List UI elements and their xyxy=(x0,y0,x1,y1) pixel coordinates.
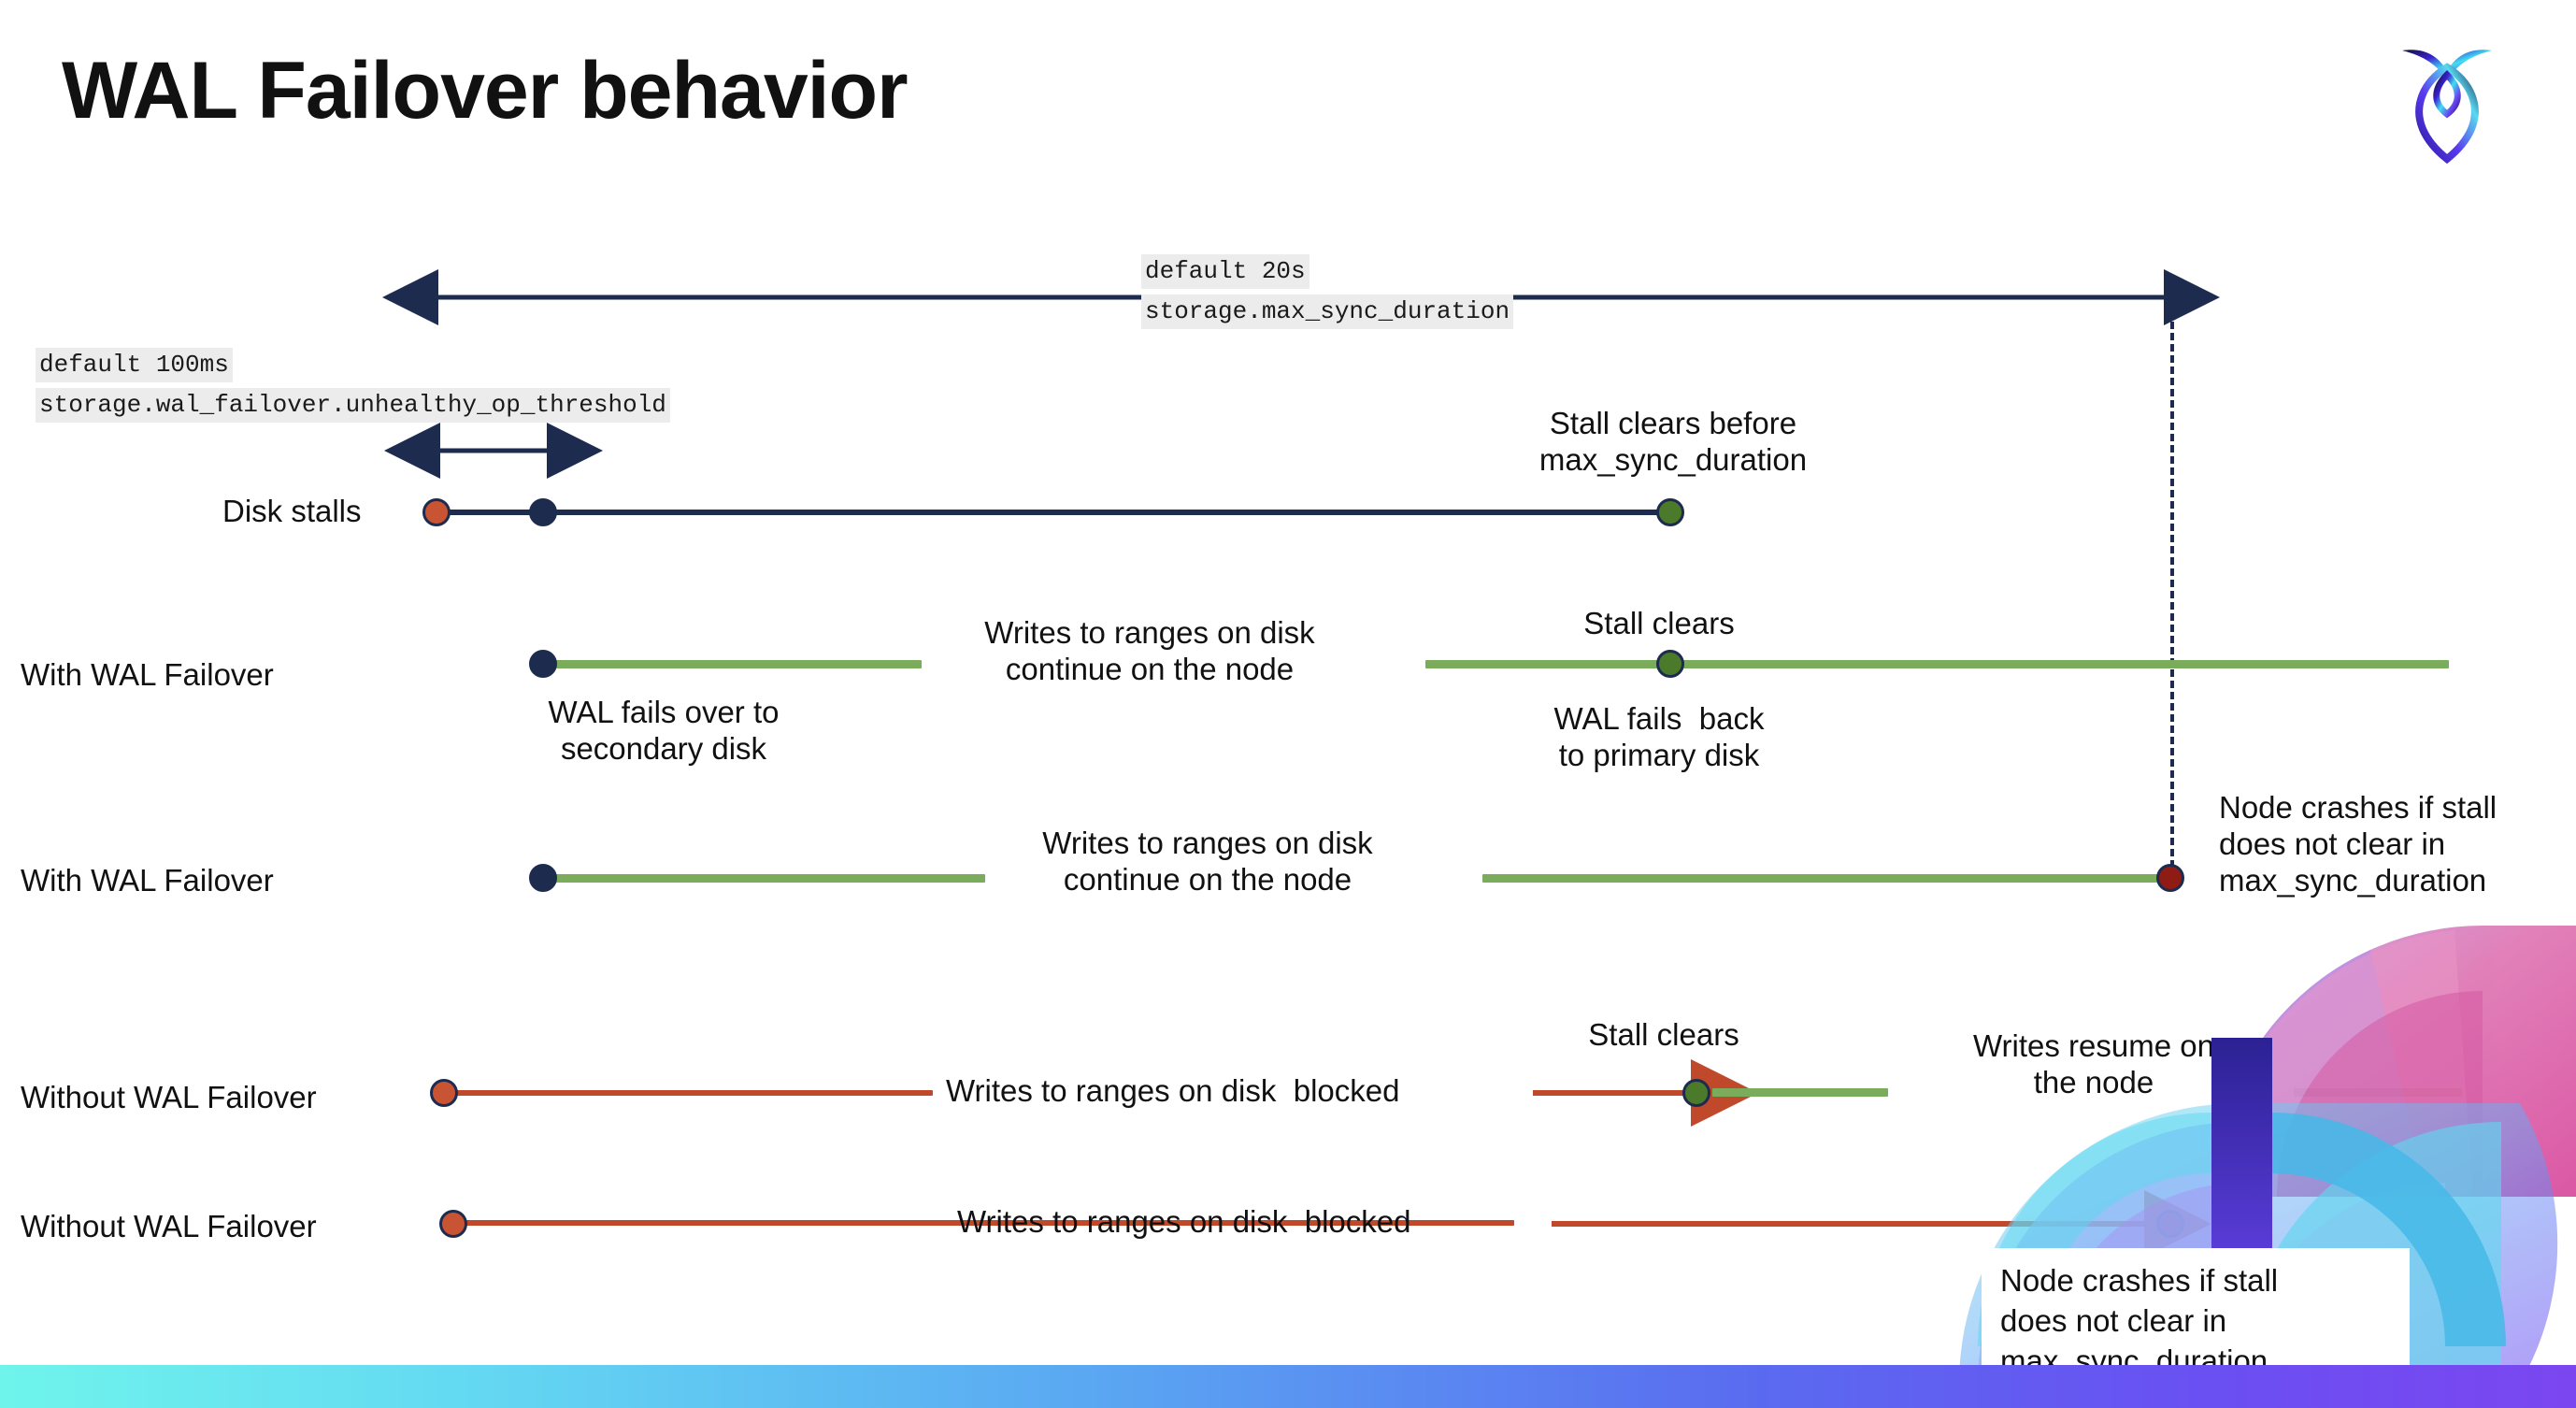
with-failover-2-segment-right xyxy=(1482,874,2182,883)
annotation-writes-continue-2: Writes to ranges on disk continue on the… xyxy=(1042,826,1373,897)
annotation-writes-resume: Writes resume on the node xyxy=(1973,1028,2214,1099)
annotation-stall-clears-1: Stall clears xyxy=(1583,606,1735,640)
disk-stalls-timeline xyxy=(437,510,1673,515)
annotation-node-crashes-1: Node crashes if stall does not clear in … xyxy=(2219,790,2497,898)
without-failover-1-stall-start-dot xyxy=(430,1079,458,1107)
row-label-with-wal-failover-1: With WAL Failover xyxy=(21,657,274,692)
annotation-wal-fails-over: WAL fails over to secondary disk xyxy=(548,695,780,766)
page-title: WAL Failover behavior xyxy=(62,46,909,136)
with-failover-1-stall-clear-dot xyxy=(1656,650,1684,678)
without-failover-1-resume-segment xyxy=(1712,1088,1888,1097)
annotation-writes-blocked-1: Writes to ranges on disk blocked xyxy=(946,1073,1400,1108)
annotation-stall-clears-before-max-sync: Stall clears before max_sync_duration xyxy=(1538,406,1808,477)
without-failover-2-blocked-segment-left xyxy=(458,1220,1514,1226)
row-label-without-wal-failover-1: Without WAL Failover xyxy=(21,1080,317,1114)
disk-stall-failover-dot xyxy=(529,498,557,526)
without-failover-2-stall-start-dot xyxy=(439,1210,467,1238)
cockroachdb-logo-icon xyxy=(2391,34,2503,165)
row-label-with-wal-failover-2: With WAL Failover xyxy=(21,863,274,898)
without-failover-2-node-crash-dot xyxy=(2156,1210,2184,1238)
with-failover-2-node-crash-dot xyxy=(2156,864,2184,892)
unhealthy-op-threshold-span-arrow xyxy=(384,423,603,479)
max-sync-default-label: default 20s xyxy=(1141,254,1309,290)
with-failover-2-failover-dot xyxy=(529,864,557,892)
without-failover-1-stall-arrow xyxy=(1533,1059,1758,1127)
max-sync-duration-dashed-guide xyxy=(2170,299,2174,879)
row-label-disk-stalls: Disk stalls xyxy=(222,494,362,528)
without-failover-2-crash-arrow xyxy=(1552,1190,2211,1257)
annotation-stall-clears-2: Stall clears xyxy=(1588,1017,1739,1052)
without-failover-1-stall-clear-dot xyxy=(1682,1079,1710,1107)
annotation-writes-blocked-2: Writes to ranges on disk blocked xyxy=(957,1204,1411,1239)
with-failover-1-segment-left xyxy=(548,660,922,668)
row-label-without-wal-failover-2: Without WAL Failover xyxy=(21,1209,317,1243)
disk-stall-clear-dot xyxy=(1656,498,1684,526)
disk-stall-start-dot xyxy=(422,498,451,526)
without-failover-1-blocked-segment xyxy=(447,1090,933,1096)
annotation-wal-fails-back: WAL fails back to primary disk xyxy=(1553,701,1765,772)
bottom-gradient-bar xyxy=(0,1365,2576,1408)
unhealthy-threshold-setting-label: storage.wal_failover.unhealthy_op_thresh… xyxy=(36,388,670,424)
with-failover-1-failover-dot xyxy=(529,650,557,678)
annotation-writes-continue-1: Writes to ranges on disk continue on the… xyxy=(984,615,1315,686)
unhealthy-threshold-default-label: default 100ms xyxy=(36,348,233,383)
without-failover-1-resume-segment-far xyxy=(2294,1088,2462,1097)
max-sync-setting-label: storage.max_sync_duration xyxy=(1141,295,1514,330)
with-failover-1-segment-right xyxy=(1425,660,2449,668)
with-failover-2-segment-left xyxy=(548,874,985,883)
